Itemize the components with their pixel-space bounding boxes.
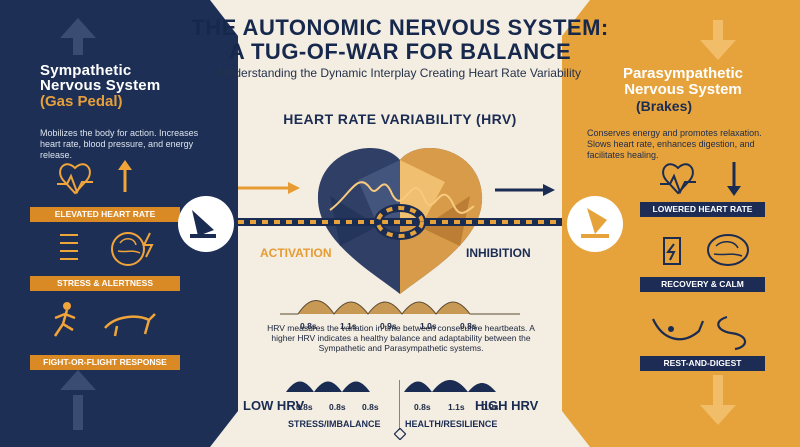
- tug-of-war-rope: [238, 204, 562, 240]
- page-subtitle: Understanding the Dynamic Interplay Crea…: [219, 66, 581, 80]
- brake-pedal-icon: [567, 196, 623, 252]
- low-hrv-interval-label: 0.8s: [329, 402, 346, 412]
- hrv-description: HRV measures the variation in time betwe…: [267, 323, 535, 353]
- effect-stress-alertness: STRESS & ALERTNESS: [30, 276, 180, 291]
- hammock-gut-icon-group: [651, 315, 747, 351]
- page-title: THE AUTONOMIC NERVOUS SYSTEM: A TUG-OF-W…: [180, 16, 620, 64]
- interval-label: 0.8s: [460, 321, 477, 331]
- inhibition-label: INHIBITION: [466, 246, 531, 260]
- effect-recovery-calm: RECOVERY & CALM: [640, 277, 765, 292]
- low-hrv-waveform: [286, 381, 396, 392]
- sympathetic-description: Mobilizes the body for action. Increases…: [40, 128, 199, 160]
- effect-elevated-heart-rate: ELEVATED HEART RATE: [30, 207, 180, 222]
- hrv-divider: [399, 380, 400, 430]
- effect-fight-or-flight: FIGHT-OR-FLIGHT RESPONSE: [30, 355, 180, 370]
- interval-label: 1.0s: [420, 321, 437, 331]
- high-hrv-interval-label: 0.9s: [482, 402, 499, 412]
- high-hrv-waveform: [404, 380, 514, 392]
- brain-icon-group: [60, 232, 154, 266]
- high-hrv-interval-label: 0.8s: [414, 402, 431, 412]
- heart-icon-group: [57, 160, 132, 195]
- high-hrv-interval-label: 1.1s: [448, 402, 465, 412]
- interval-label: 1.1s: [340, 321, 357, 331]
- diamond-icon: [394, 428, 406, 440]
- lowered-heart-icon-group: [660, 162, 741, 196]
- battery-brain-icon-group: [663, 234, 749, 266]
- high-hrv-label: HIGH HRV: [475, 398, 539, 413]
- low-hrv-label: LOW HRV: [243, 398, 305, 413]
- high-hrv-caption: HEALTH/RESILIENCE: [405, 419, 498, 429]
- activation-arrow: [238, 182, 300, 194]
- runner-bull-icon-group: [53, 302, 156, 337]
- parasympathetic-title: Parasympathetic Nervous System: [622, 65, 744, 98]
- parasympathetic-subtitle: (Brakes): [636, 98, 693, 114]
- sympathetic-title: Sympathetic Nervous System: [40, 62, 161, 94]
- effect-lowered-heart-rate: LOWERED HEART RATE: [640, 202, 765, 217]
- title-line-2: A TUG-OF-WAR FOR BALANCE: [228, 39, 572, 64]
- low-hrv-caption: STRESS/IMBALANCE: [288, 419, 381, 429]
- low-hrv-interval-label: 0.8s: [296, 402, 313, 412]
- sympathetic-subtitle: (Gas Pedal): [40, 93, 123, 110]
- hrv-waveform: [280, 300, 520, 315]
- low-hrv-interval-label: 0.8s: [362, 402, 379, 412]
- parasympathetic-description: Conserves energy and promotes relaxation…: [587, 128, 762, 160]
- interval-label: 0.9s: [380, 321, 397, 331]
- effect-rest-and-digest: REST-AND-DIGEST: [640, 356, 765, 371]
- inhibition-arrow: [495, 184, 555, 196]
- gas-pedal-icon: [178, 196, 234, 252]
- interval-label: 0.8s: [300, 321, 317, 331]
- activation-label: ACTIVATION: [260, 246, 332, 260]
- hrv-title: HEART RATE VARIABILITY (HRV): [283, 111, 517, 127]
- title-line-1: THE AUTONOMIC NERVOUS SYSTEM:: [191, 15, 609, 40]
